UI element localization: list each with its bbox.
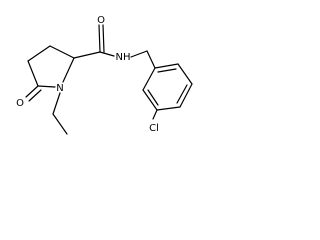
- bond-n1-c2: [62, 57, 75, 83]
- bond-ar2-ar3: [177, 63, 193, 85]
- bond-ar5-ar6-inner: [147, 89, 159, 106]
- bond-camide-nh: [99, 51, 115, 57]
- ethyl-group: [52, 92, 68, 135]
- bond-ar6-ar1: [142, 67, 156, 91]
- pyrrolidinone-ring: [27, 45, 75, 88]
- bond-c5-n1: [37, 85, 56, 88]
- molecule-structure: O NH N O Cl: [16, 15, 193, 135]
- bond-c4-c5: [27, 60, 39, 87]
- bond-c5-o-single: [25, 85, 39, 98]
- bond-c5-o-double: [28, 89, 42, 102]
- ring-carbonyl: [25, 85, 42, 102]
- bond-ar1-ar2: [154, 63, 179, 69]
- bond-camide-o-double: [102, 24, 105, 53]
- bond-n1-ch2: [52, 92, 61, 115]
- ring-nitrogen-label: N: [56, 83, 63, 94]
- atom-labels: O NH N O Cl: [16, 15, 159, 134]
- bond-ar5-ar6: [142, 89, 158, 111]
- bond-ar4-ar5: [156, 106, 181, 111]
- benzyl-linker: [130, 50, 156, 69]
- bond-c2-c3: [49, 45, 75, 59]
- bond-ar3-ar4: [179, 83, 193, 108]
- bond-camide-o-single: [98, 24, 101, 53]
- bond-c2-camide: [73, 51, 101, 59]
- carboxamide-group: [73, 24, 115, 59]
- chlorine-label: Cl: [149, 123, 159, 134]
- bond-ar1-ar2-inner: [157, 68, 177, 73]
- chlorophenyl-ring: [142, 63, 193, 120]
- bond-nh-ch2: [130, 50, 148, 58]
- amide-nitrogen-label: NH: [116, 52, 131, 63]
- carbonyl-oxygen-label: O: [16, 98, 24, 109]
- amide-oxygen-label: O: [97, 15, 105, 26]
- bond-ar3-ar4-inner: [176, 84, 188, 104]
- bond-ar4-cl: [152, 109, 158, 120]
- bond-ch2-aryl: [146, 50, 156, 69]
- bond-ch2-ch3: [52, 113, 68, 135]
- bond-c3-c4: [27, 45, 51, 62]
